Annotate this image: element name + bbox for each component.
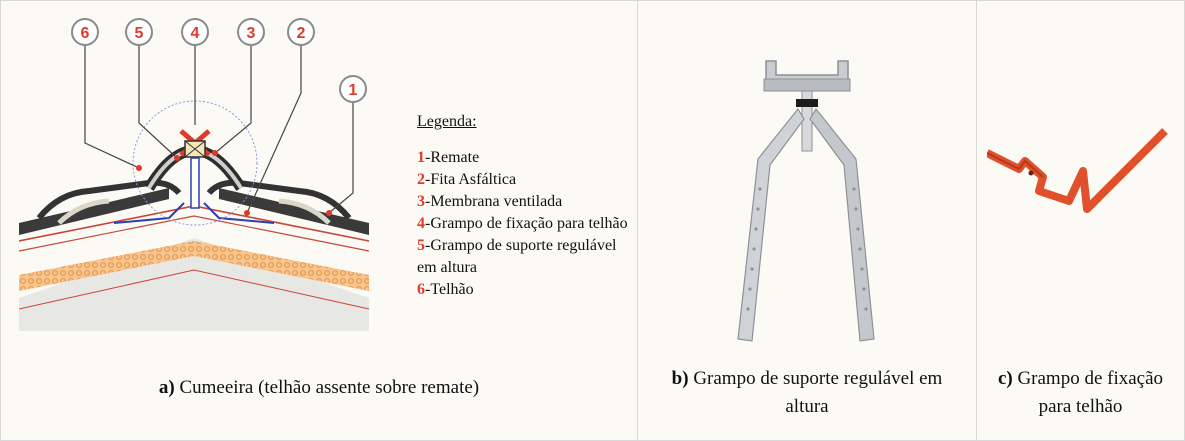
callout-4-icon: 4 bbox=[181, 18, 209, 46]
callout-4-label: 4 bbox=[191, 25, 200, 42]
legend-item: 5-Grampo de suporte regulável em altura bbox=[417, 235, 629, 279]
ridge-cross-section-drawing: 6 5 4 3 2 1 bbox=[19, 18, 370, 331]
panel-ridge-diagram: 6 5 4 3 2 1 Legenda: bbox=[1, 1, 638, 440]
legend-item: 2-Fita Asfáltica bbox=[417, 169, 629, 191]
callout-2-label: 2 bbox=[297, 25, 306, 42]
callout-1-label: 1 bbox=[349, 82, 358, 99]
legend-title: Legenda: bbox=[417, 113, 477, 130]
callout-3-icon: 3 bbox=[237, 18, 265, 46]
callout-2-icon: 2 bbox=[287, 18, 315, 46]
legend-item: 3-Membrana ventilada bbox=[417, 191, 629, 213]
legend-item-text: -Grampo de fixação para telhão bbox=[425, 215, 628, 232]
caption-b-letter: b) bbox=[671, 368, 689, 389]
right-tile bbox=[219, 188, 369, 235]
legend-item-number: 2 bbox=[417, 171, 425, 188]
caption-a-letter: a) bbox=[158, 377, 175, 398]
legend-item-text: -Fita Asfáltica bbox=[425, 171, 517, 188]
callout-3-label: 3 bbox=[247, 25, 256, 42]
ridge-tile-fixing-clip-image bbox=[987, 128, 1168, 213]
caption-c-text: Grampo de fixação para telhão bbox=[1012, 368, 1164, 417]
legend-item-number: 3 bbox=[417, 193, 425, 210]
caption-a-text: Cumeeira (telhão assente sobre remate) bbox=[174, 377, 480, 398]
legend-item-number: 5 bbox=[417, 237, 425, 254]
panel-support-bracket: b) Grampo de suporte regulável em altura bbox=[638, 1, 977, 440]
legend-item: 1-Remate bbox=[417, 147, 629, 169]
legend-item-text: -Remate bbox=[425, 149, 480, 166]
legend-item-text: -Telhão bbox=[425, 281, 474, 298]
caption-c-letter: c) bbox=[997, 368, 1013, 389]
caption-a: a) Cumeeira (telhão assente sobre remate… bbox=[1, 374, 637, 402]
ventilated-membrane bbox=[113, 202, 275, 224]
legend-item-number: 6 bbox=[417, 281, 425, 298]
callout-1-icon: 1 bbox=[339, 75, 367, 103]
callout-5-label: 5 bbox=[135, 25, 144, 42]
caption-b: b) Grampo de suporte regulável em altura bbox=[638, 365, 976, 421]
callout-6-label: 6 bbox=[81, 25, 90, 42]
insulation-layer bbox=[19, 241, 369, 291]
panel-fixing-clip: c) Grampo de fixação para telhão bbox=[977, 1, 1184, 440]
caption-b-text: Grampo de suporte regulável em altura bbox=[688, 368, 943, 417]
legend-item-number: 4 bbox=[417, 215, 425, 232]
legend: Legenda: 1-Remate 2-Fita Asfáltica 3-Mem… bbox=[417, 111, 629, 301]
callout-6-icon: 6 bbox=[71, 18, 99, 46]
left-tile bbox=[19, 188, 169, 235]
callout-5-icon: 5 bbox=[125, 18, 153, 46]
caption-c: c) Grampo de fixação para telhão bbox=[977, 365, 1184, 421]
adjustable-support-bracket-image bbox=[737, 60, 875, 342]
legend-item-text: -Membrana ventilada bbox=[425, 193, 563, 210]
legend-item-number: 1 bbox=[417, 149, 425, 166]
legend-item: 4-Grampo de fixação para telhão bbox=[417, 213, 629, 235]
legend-item-text: -Grampo de suporte regulável em altura bbox=[417, 237, 617, 276]
legend-item: 6-Telhão bbox=[417, 279, 629, 301]
